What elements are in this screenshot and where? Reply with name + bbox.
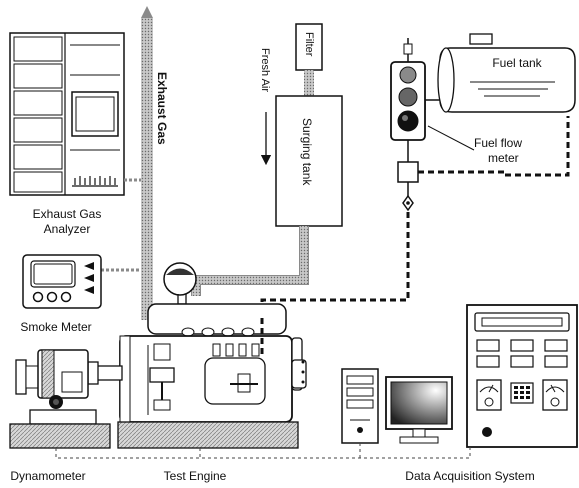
air-intake-pipe (191, 226, 309, 296)
exhaust-gas-analyzer (9, 32, 125, 196)
filter-label: Filter (303, 32, 315, 57)
fuel-flow-meter-label-1: Fuel flow (474, 136, 522, 150)
fuel-flow-meter-pointer (427, 125, 475, 151)
fuel-flow-meter-label-2: meter (488, 151, 519, 165)
test-engine (87, 262, 307, 449)
dynamometer-label: Dynamometer (10, 469, 85, 483)
test-engine-label: Test Engine (164, 469, 227, 483)
fuel-supply-line (424, 99, 440, 110)
daq-monitor (385, 376, 453, 444)
exhaust-gas-pipe (101, 6, 153, 320)
fuel-line-to-engine (260, 212, 410, 318)
fuel-meter-signal-line (418, 116, 570, 177)
air-pipe-top (304, 70, 314, 96)
daq-pc-tower (341, 368, 379, 444)
daq-signal-bus (55, 446, 471, 459)
filter (295, 23, 323, 71)
fuel-tank-label: Fuel tank (492, 56, 542, 70)
exhaust-gas-analyzer-label-1: Exhaust Gas (33, 207, 102, 221)
daq-control-panel (466, 304, 578, 448)
fresh-air-label: Fresh Air (259, 48, 271, 92)
exhaust-gas-analyzer-label-2: Analyzer (44, 222, 91, 236)
fuel-tank (437, 33, 576, 113)
surging-tank-label: Surging tank (300, 118, 314, 186)
exhaust-gas-arrow-label: Exhaust Gas (155, 72, 169, 145)
data-acquisition-system-label: Data Acquisition System (405, 469, 534, 483)
smoke-meter (22, 254, 102, 309)
smoke-meter-label: Smoke Meter (20, 320, 91, 334)
fuel-flow-meter (390, 38, 426, 212)
dynamometer (9, 349, 111, 449)
